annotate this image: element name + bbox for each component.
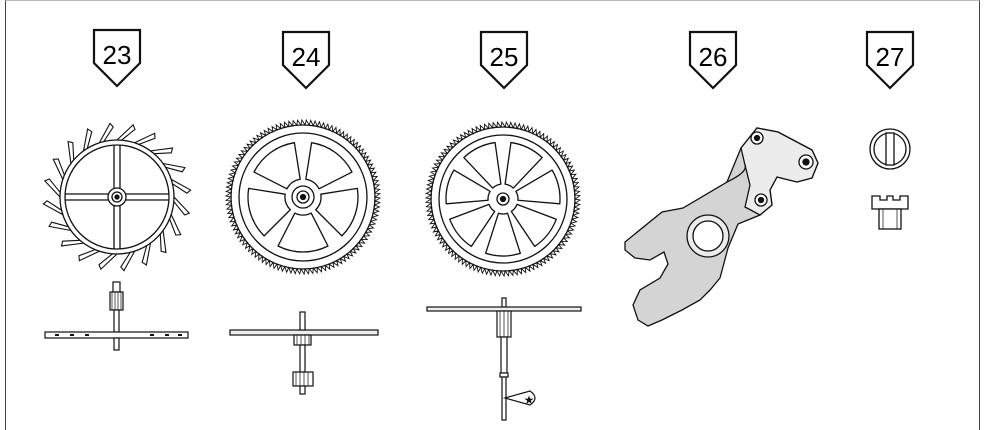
part-label-25: 25	[479, 30, 529, 90]
wheel-25-side-view	[426, 297, 582, 421]
screw-27-side-view	[871, 195, 909, 230]
part-number-27: 27	[876, 42, 905, 72]
wheel-25-windows	[445, 141, 561, 257]
part-number-26: 26	[699, 42, 728, 72]
part-number-23: 23	[103, 40, 132, 70]
star-marker-icon: ★	[524, 393, 535, 407]
escape-wheel-teeth	[42, 122, 192, 272]
escape-pinion-side-view	[44, 281, 189, 351]
part-label-24: 24	[281, 30, 331, 90]
wheel-24-side-view	[229, 311, 379, 395]
part-label-27: 27	[865, 30, 915, 90]
wheel-24	[224, 118, 382, 276]
part-number-25: 25	[490, 42, 519, 72]
diagram-frame	[5, 0, 980, 430]
plate-26	[624, 127, 819, 327]
part-label-26: 26	[688, 30, 738, 90]
screw-27-top-view	[869, 128, 911, 170]
wheel-24-windows	[247, 142, 359, 253]
part-number-24: 24	[292, 42, 321, 72]
wheel-25	[424, 120, 582, 278]
escape-wheel-23	[42, 122, 192, 272]
part-label-23: 23	[92, 28, 142, 88]
